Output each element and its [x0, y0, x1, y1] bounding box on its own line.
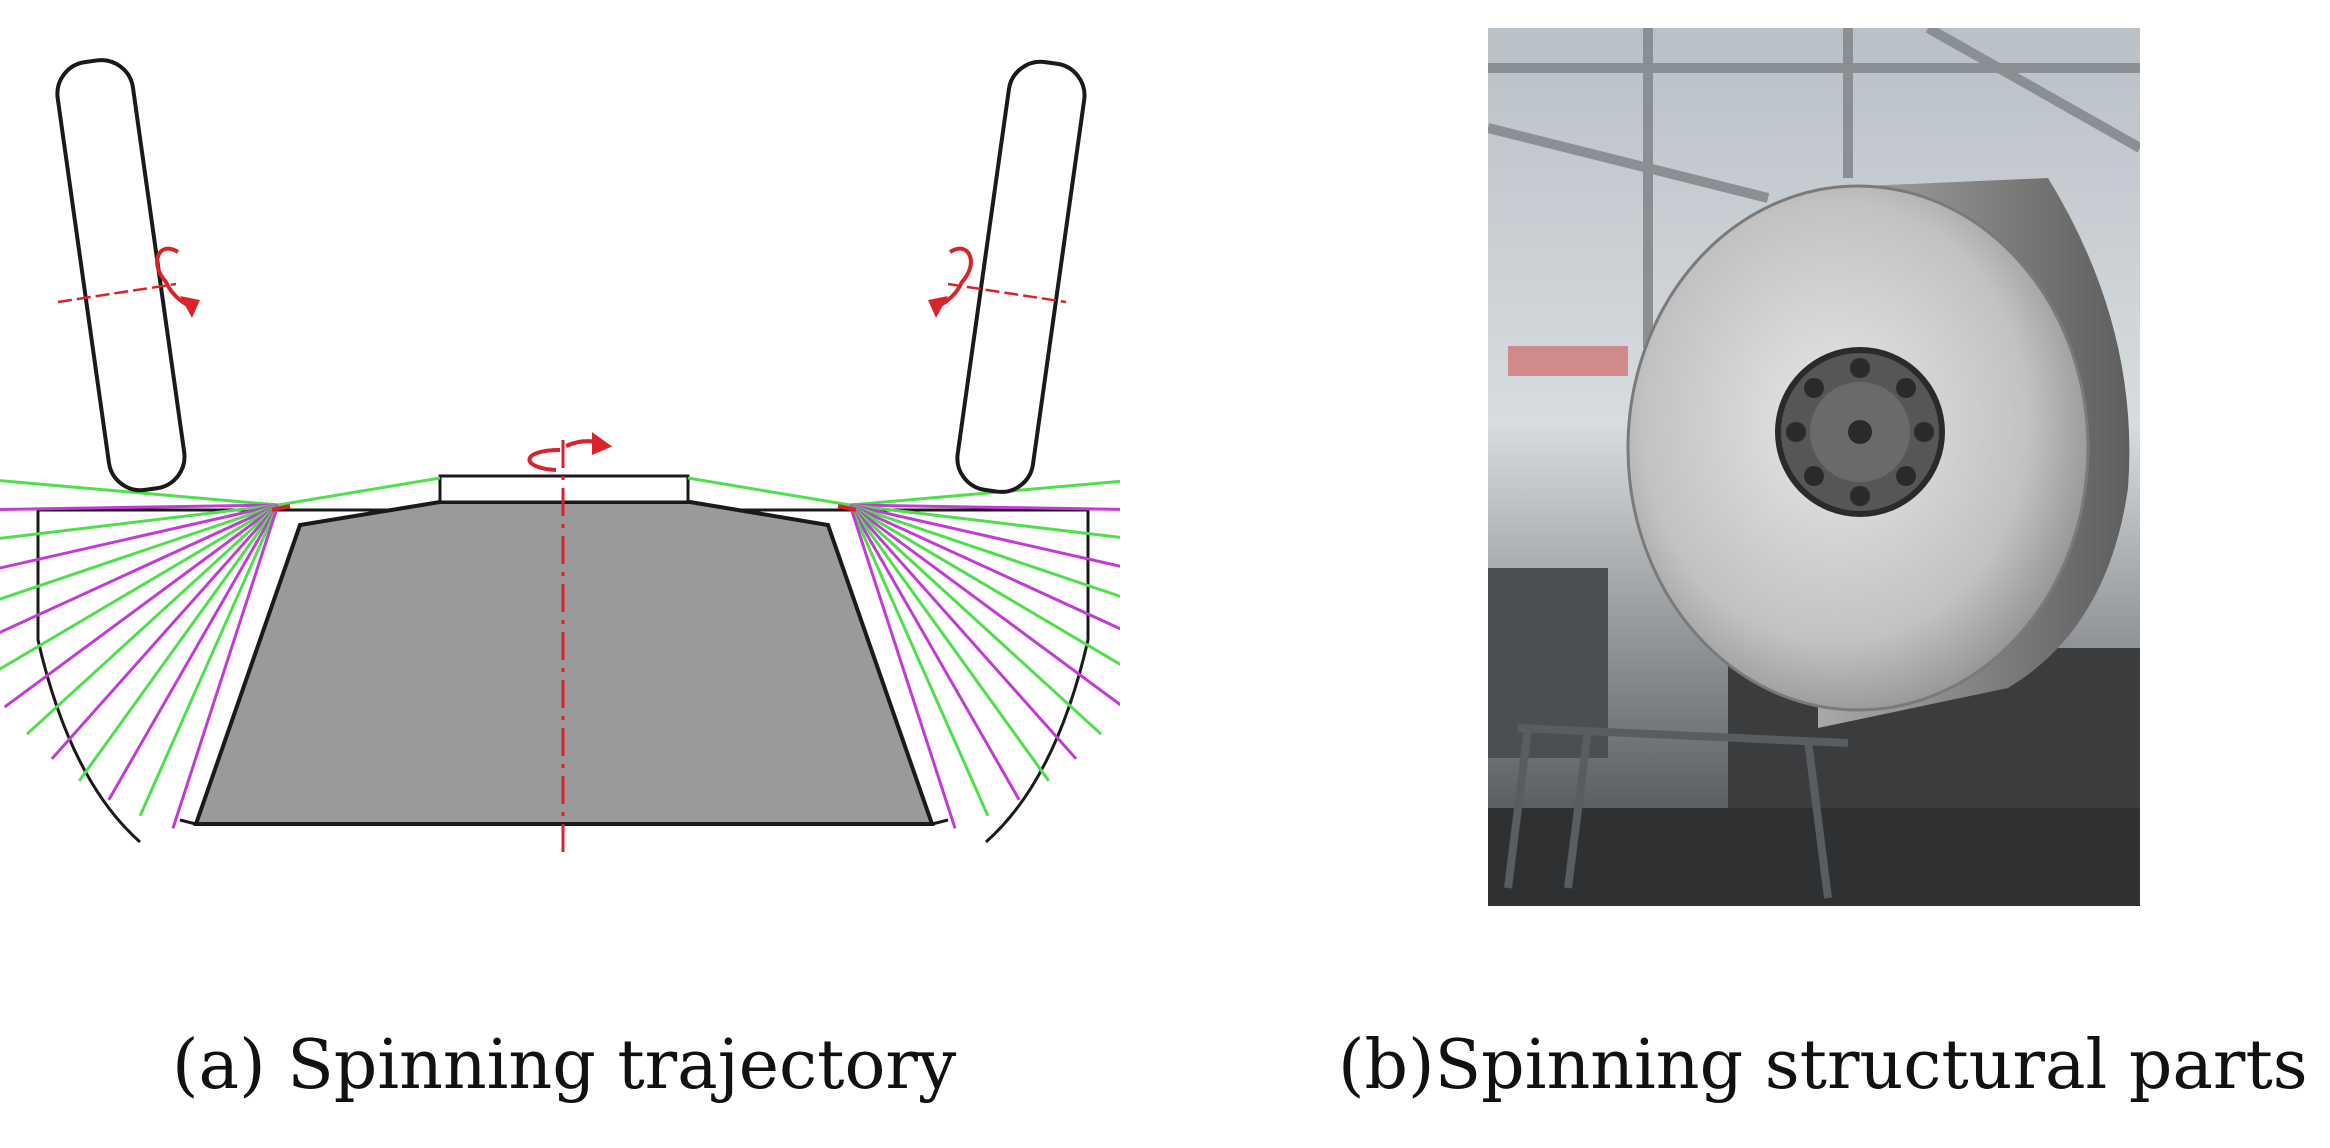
trajectory-line [849, 503, 1120, 568]
roof-beams [1488, 28, 2140, 348]
caption-b: (b)Spinning structural parts [1338, 1026, 2308, 1105]
trajectory-line [171, 504, 280, 829]
floor [1488, 808, 2140, 906]
trajectory-fan-left [0, 479, 280, 829]
roller-right-icon [928, 59, 1087, 494]
caption-a: (a) Spinning trajectory [172, 1026, 957, 1105]
trajectory-line [848, 504, 1050, 782]
trajectory-line [848, 504, 1078, 760]
trajectory-line [849, 479, 1120, 507]
trajectory-line [848, 503, 1103, 736]
trajectory-line [107, 504, 280, 801]
hub-bolts [1786, 358, 1934, 506]
top-trajectory [277, 476, 851, 507]
trajectory-line [50, 504, 280, 760]
trajectory-line [78, 504, 280, 782]
red-sign [1508, 346, 1628, 376]
trajectory-line [0, 503, 279, 570]
spinning-parts-photo [1488, 28, 2140, 906]
trajectory-fan-right [848, 479, 1120, 829]
spinning-trajectory-diagram [0, 58, 1120, 860]
contact-marks [271, 504, 857, 512]
roller-left-icon [55, 58, 200, 493]
trajectory-line [3, 503, 279, 709]
trajectory-line [0, 479, 279, 507]
trajectory-line [0, 503, 279, 540]
trajectory-line [0, 503, 279, 635]
trajectory-line [849, 503, 1120, 667]
trajectory-line [849, 503, 1120, 707]
rotation-arrow-icon [527, 432, 613, 472]
mandrel-feet [179, 818, 949, 826]
trajectory-line [138, 504, 280, 817]
trajectory-line [848, 504, 957, 829]
trajectory-line [849, 503, 1120, 539]
trajectory-line [849, 503, 1120, 631]
trajectory-line [848, 504, 990, 817]
trajectory-line [849, 503, 1120, 511]
trajectory-line [849, 503, 1120, 598]
trajectory-line [25, 503, 280, 736]
workbench [1504, 724, 1849, 899]
trajectory-line [0, 503, 279, 671]
trajectory-line [0, 503, 279, 511]
trajectory-line [848, 504, 1021, 801]
trajectory-line [0, 503, 279, 601]
